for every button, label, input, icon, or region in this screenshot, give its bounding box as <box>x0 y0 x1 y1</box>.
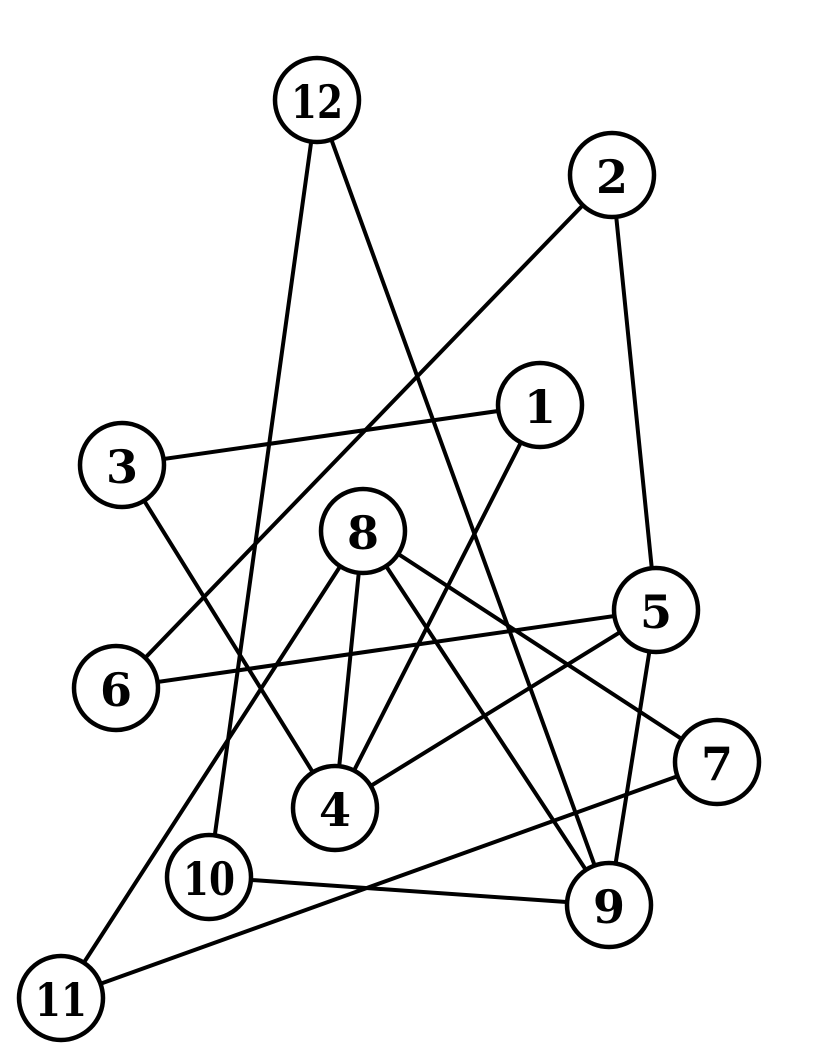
node-circle <box>567 130 657 220</box>
node-circle <box>611 565 701 655</box>
node-label: 9 <box>593 880 625 934</box>
edge-8-7 <box>361 529 719 764</box>
node-label: 11 <box>35 973 87 1027</box>
edge-12-9 <box>315 98 611 907</box>
edge-2-5 <box>610 173 658 612</box>
node-circle <box>672 717 762 807</box>
node-3: 3 <box>77 420 167 510</box>
edge-12-10 <box>207 98 319 879</box>
node-label: 1 <box>524 380 556 434</box>
node-9: 9 <box>564 860 654 950</box>
node-7: 7 <box>672 717 762 807</box>
node-circle <box>272 55 362 145</box>
node-2: 2 <box>567 130 657 220</box>
node-label: 2 <box>596 150 628 204</box>
edge-10-9 <box>207 875 611 907</box>
node-12: 12 <box>272 55 362 145</box>
node-8: 8 <box>318 486 408 576</box>
node-label: 10 <box>183 852 235 906</box>
node-label: 4 <box>319 783 351 837</box>
edges-layer <box>59 98 719 1000</box>
node-circle <box>290 763 380 853</box>
edge-3-1 <box>120 403 542 467</box>
edge-5-4 <box>333 608 658 810</box>
node-label: 8 <box>347 506 379 560</box>
node-circle <box>318 486 408 576</box>
edge-3-4 <box>120 463 337 810</box>
edge-1-4 <box>333 403 542 810</box>
node-4: 4 <box>290 763 380 853</box>
node-label: 5 <box>640 585 672 639</box>
node-circle <box>77 420 167 510</box>
node-circle <box>495 360 585 450</box>
node-1: 1 <box>495 360 585 450</box>
node-5: 5 <box>611 565 701 655</box>
node-label: 3 <box>106 440 138 494</box>
node-label: 7 <box>701 737 733 791</box>
node-6: 6 <box>71 643 161 733</box>
node-circle <box>164 832 254 922</box>
node-circle <box>71 643 161 733</box>
node-label: 6 <box>100 663 132 717</box>
node-10: 10 <box>164 832 254 922</box>
edge-6-5 <box>114 608 658 690</box>
edge-8-11 <box>59 529 365 1000</box>
node-11: 11 <box>16 953 106 1043</box>
node-circle <box>16 953 106 1043</box>
edge-7-11 <box>59 760 719 1000</box>
node-label: 12 <box>291 75 343 129</box>
edge-8-4 <box>333 529 365 810</box>
edge-5-9 <box>607 608 658 907</box>
node-circle <box>564 860 654 950</box>
edge-8-9 <box>361 529 611 907</box>
